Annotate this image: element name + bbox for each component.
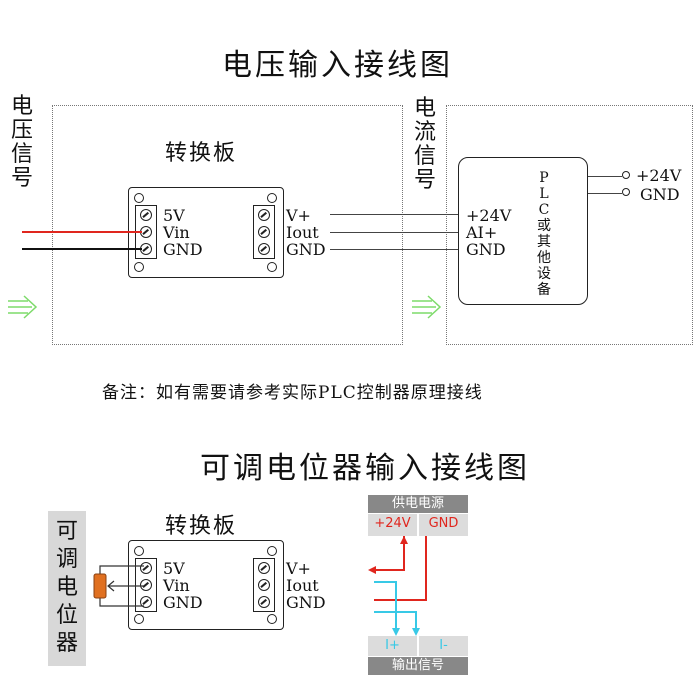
- screw-icon: [140, 596, 152, 608]
- power-gnd-cell: GND: [419, 514, 468, 536]
- signal-flow-arrow-icon: [412, 295, 442, 319]
- converter-dashed-box: [52, 105, 403, 345]
- screw-icon: [258, 579, 270, 591]
- potentiometer-label: 可 调 电 位 器: [54, 518, 80, 658]
- potentiometer-diagram-title: 可调电位器输入接线图: [200, 451, 530, 486]
- output-plus-cell: I+: [368, 636, 417, 656]
- pin-vin: Vin: [163, 223, 190, 242]
- plc-device-box: [458, 157, 588, 305]
- mount-hole-icon: [267, 614, 277, 624]
- potentiometer-wiring: [93, 565, 144, 607]
- plc-label-char: P: [539, 170, 549, 186]
- screw-icon: [140, 562, 152, 574]
- pin-gnd-out: GND: [286, 240, 326, 259]
- plc-pin-ai: AI+: [466, 223, 498, 242]
- screw-icon: [258, 226, 270, 238]
- pin-vin-bottom: Vin: [163, 576, 190, 595]
- gnd-wire-black: [22, 248, 142, 250]
- screw-icon: [140, 579, 152, 591]
- plc-dashed-box: [446, 105, 693, 345]
- potentiometer-icon: [93, 573, 107, 599]
- plc-pin-24v: +24V: [466, 206, 512, 225]
- input-terminal-block: [135, 558, 157, 612]
- pin-vplus: V+: [286, 206, 311, 225]
- plc-device-label: P L C 或 其 他 设 备: [536, 170, 552, 298]
- current-signal-label: 电 流 信 号: [413, 97, 437, 193]
- voltage-signal-char: 号: [10, 166, 33, 191]
- plc-label-char: 或: [537, 218, 551, 234]
- pot-label-char: 位: [55, 603, 78, 628]
- pin-vplus-bottom: V+: [286, 559, 311, 578]
- power-gnd-wire: [588, 193, 622, 195]
- plc-label-char: 备: [537, 282, 551, 298]
- mount-hole-icon: [134, 546, 144, 556]
- pot-label-char: 调: [55, 547, 78, 572]
- pot-label-char: 电: [55, 575, 78, 600]
- output-terminal-block: [253, 205, 275, 259]
- mount-hole-icon: [267, 262, 277, 272]
- output-minus-cell: I-: [419, 636, 468, 656]
- screw-icon: [140, 209, 152, 221]
- signal-flow-wires: [368, 536, 427, 636]
- iout-wire: [330, 232, 460, 234]
- pin-gnd: GND: [163, 240, 203, 259]
- pin-iout: Iout: [286, 223, 319, 242]
- output-terminal-block: [253, 558, 275, 612]
- pin-5v-bottom: 5V: [163, 559, 185, 578]
- mount-hole-icon: [267, 193, 277, 203]
- pot-label-char: 器: [55, 631, 78, 656]
- signal-flow-arrow-icon: [8, 295, 38, 319]
- pin-gnd-out-bottom: GND: [286, 593, 326, 612]
- mount-hole-icon: [267, 546, 277, 556]
- plc-label-char: 设: [537, 266, 551, 282]
- voltage-signal-char: 压: [10, 118, 33, 143]
- voltage-signal-label: 电 压 信 号: [10, 95, 34, 191]
- vin-wire-red: [22, 231, 142, 233]
- current-signal-char: 号: [413, 168, 436, 193]
- current-signal-char: 电: [413, 96, 436, 121]
- screw-icon: [258, 209, 270, 221]
- pin-gnd-bottom: GND: [163, 593, 203, 612]
- plc-label-char: C: [538, 202, 550, 218]
- mount-hole-icon: [134, 193, 144, 203]
- power-24v-label: +24V: [636, 166, 682, 185]
- screw-icon: [258, 596, 270, 608]
- power-plus-cell: +24V: [368, 514, 417, 536]
- voltage-signal-char: 电: [10, 94, 33, 119]
- potentiometer-label-panel: [48, 511, 86, 666]
- pin-iout-bottom: Iout: [286, 576, 319, 595]
- voltage-diagram-title: 电压输入接线图: [222, 48, 453, 83]
- screw-icon: [258, 243, 270, 255]
- output-signal-header: 输出信号: [368, 657, 468, 675]
- power-supply-header: 供电电源: [368, 495, 468, 513]
- converter-board-label-bottom: 转换板: [165, 514, 238, 539]
- current-signal-char: 流: [413, 120, 436, 145]
- plc-label-char: 其: [537, 234, 551, 250]
- mount-hole-icon: [134, 262, 144, 272]
- wiring-note: 备注：如有需要请参考实际PLC控制器原理接线: [102, 383, 483, 403]
- screw-icon: [258, 562, 270, 574]
- pin-5v: 5V: [163, 206, 185, 225]
- vplus-wire: [330, 214, 460, 216]
- power-gnd-label: GND: [640, 185, 680, 204]
- terminal-circle-icon: [622, 188, 630, 196]
- plc-label-char: 他: [537, 250, 551, 266]
- converter-board: [128, 187, 284, 278]
- converter-board-label: 转换板: [165, 141, 238, 166]
- pot-label-char: 可: [55, 519, 78, 544]
- plc-label-char: L: [539, 186, 549, 202]
- voltage-signal-char: 信: [10, 142, 33, 167]
- plc-pin-gnd: GND: [466, 240, 506, 259]
- mount-hole-icon: [134, 614, 144, 624]
- terminal-circle-icon: [622, 171, 630, 179]
- current-signal-char: 信: [413, 144, 436, 169]
- converter-board-bottom: [128, 540, 284, 630]
- power-24v-wire: [588, 176, 622, 178]
- gnd-out-wire: [330, 249, 460, 251]
